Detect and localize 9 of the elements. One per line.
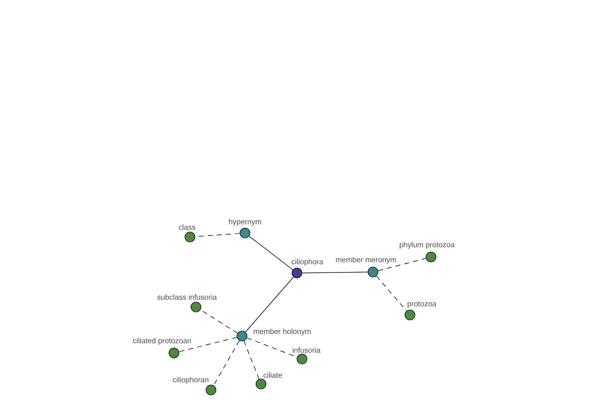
connector-line: [245, 276, 294, 332]
connector-line: [376, 276, 407, 312]
connector-line: [200, 310, 238, 334]
connector-line: [378, 258, 426, 271]
connector-line: [244, 340, 260, 380]
connector-line: [302, 272, 368, 274]
connector-line: [178, 336, 238, 352]
connector-line: [213, 340, 240, 386]
connector-line: [248, 236, 294, 270]
